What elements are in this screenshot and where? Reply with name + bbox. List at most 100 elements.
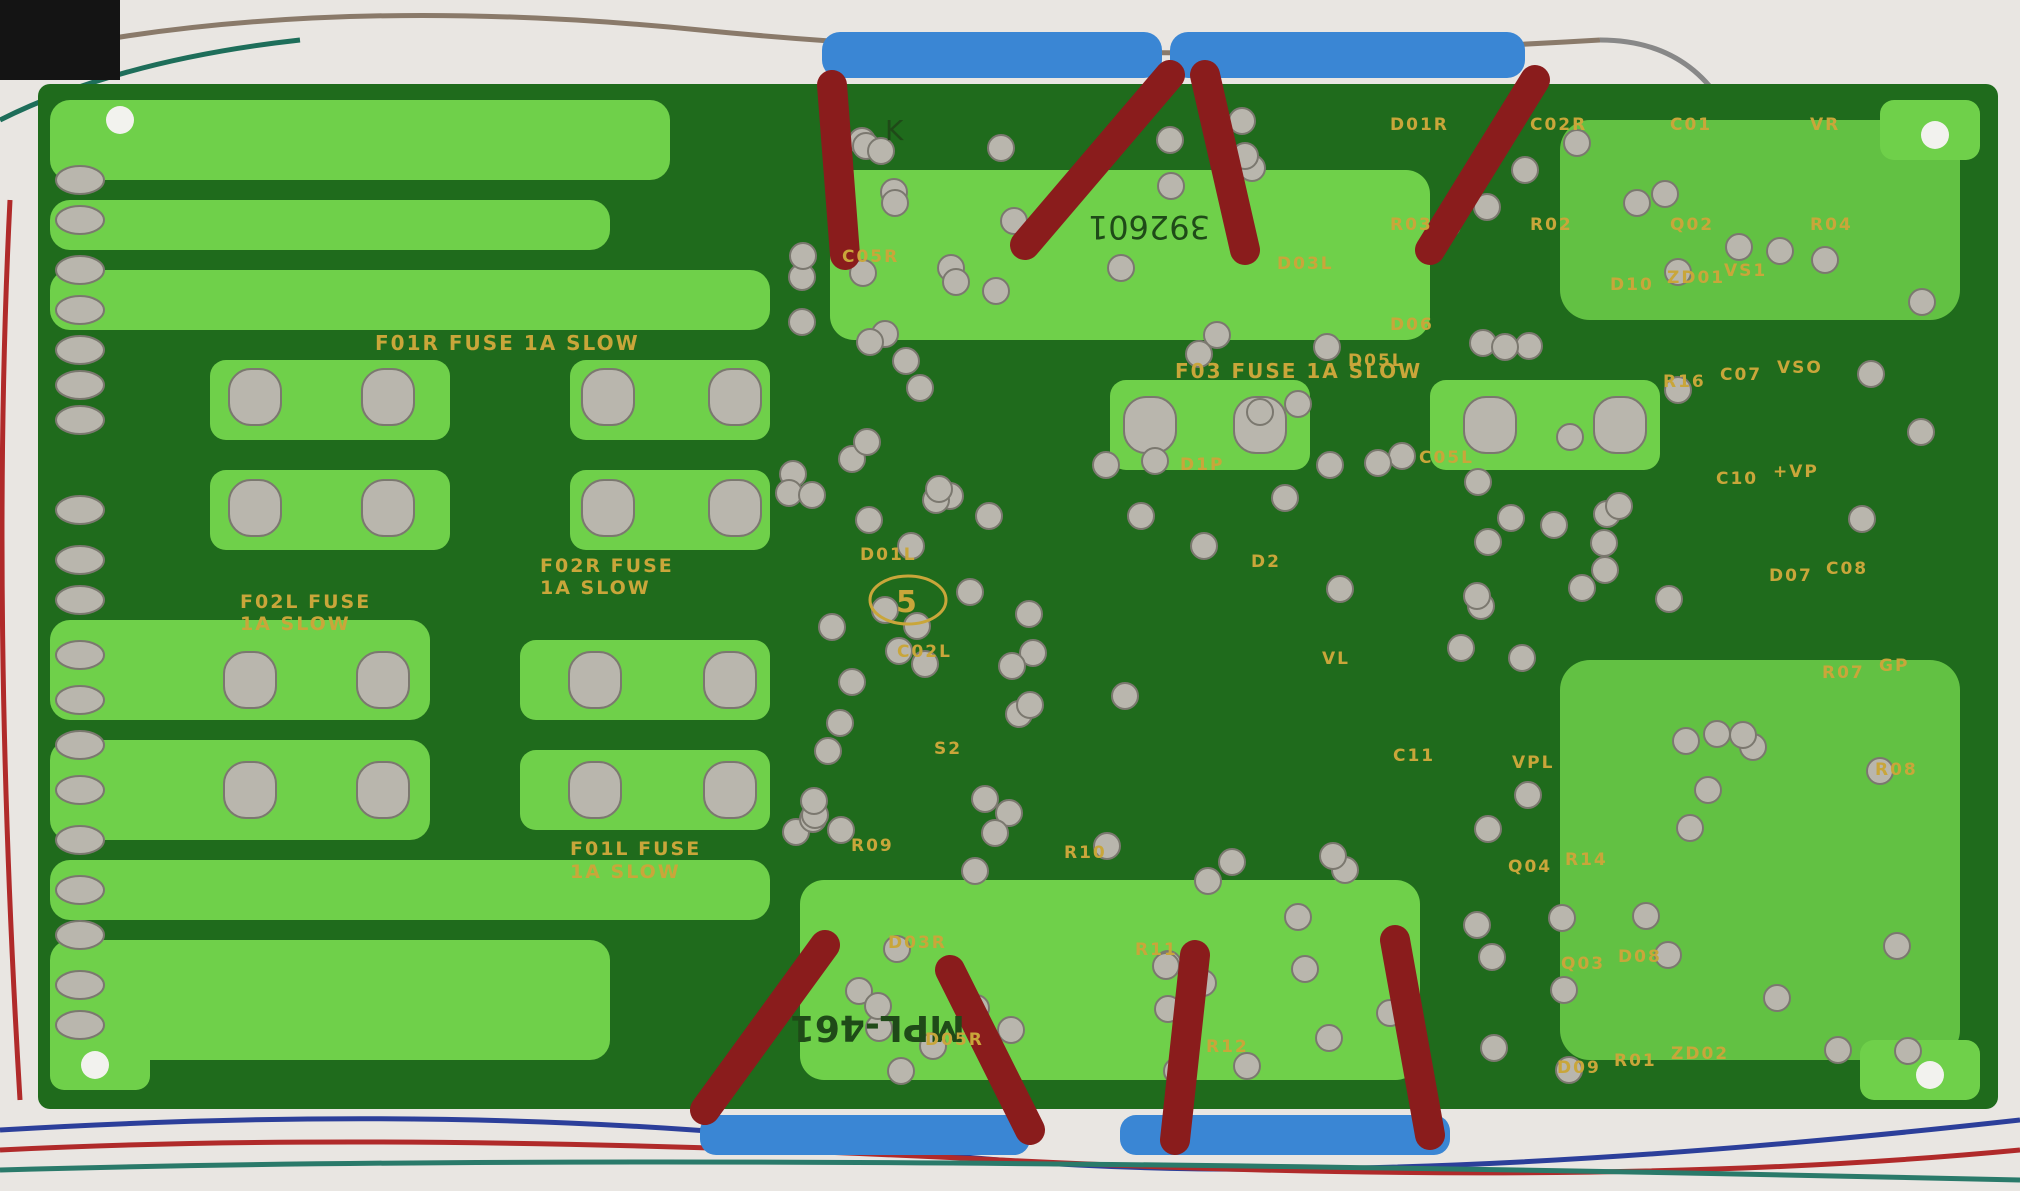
component-pad [1313,333,1341,361]
fuse-pad [708,479,762,537]
component-pad [1246,398,1274,426]
component-pad [1019,639,1047,667]
fuse-pad [581,368,635,426]
component-pad [971,785,999,813]
edge-pad [55,495,105,525]
component-pad [1555,1056,1583,1084]
component-label: D01R [1390,115,1449,135]
component-label: +VP [1773,462,1819,482]
component-pad [892,347,920,375]
component-pad [911,650,939,678]
fuse-pad [703,761,757,819]
component-label: R10 [1064,843,1107,863]
component-pad [1605,492,1633,520]
component-label: S2 [934,739,962,759]
fuse-pad [568,651,622,709]
model-code: MPL-461 [790,1007,965,1048]
fuse-pad [708,368,762,426]
component-pad [1315,1024,1343,1052]
component-pad [885,637,913,665]
label-f02r-rating: 1A SLOW [540,577,651,599]
component-pad [1664,258,1692,286]
solder-pads [55,107,1936,1085]
component-pad [1093,832,1121,860]
component-pad [987,134,1015,162]
component-pad [883,935,911,963]
component-pad [1185,340,1213,368]
component-pad [1497,504,1525,532]
component-pad [961,857,989,885]
component-pad [1568,574,1596,602]
label-f03: F03 FUSE 1A SLOW [1175,359,1422,383]
edge-pad [55,970,105,1000]
edge-pad [55,775,105,805]
component-label: C01 [1670,115,1712,135]
edge-pad [55,685,105,715]
component-pad [1015,600,1043,628]
edge-pad [55,405,105,435]
label-f02l-rating: 1A SLOW [240,613,351,635]
component-label: C02R [1530,115,1587,135]
component-pad [788,308,816,336]
corner-mark: K [885,114,904,147]
component-label: Q03 [1561,954,1605,974]
component-pad [1883,932,1911,960]
component-label: VS1 [1724,261,1767,281]
label-f02r: F02R FUSE [540,555,674,577]
component-pad [1694,776,1722,804]
component-pad [1623,189,1651,217]
fuse-pad [361,368,415,426]
component-label: R03 [1390,215,1433,235]
component-pad [981,819,1009,847]
component-pad [855,506,883,534]
component-pad [975,502,1003,530]
component-label: ZD02 [1671,1044,1729,1064]
edge-pad [55,920,105,950]
component-pad [1672,727,1700,755]
label-f01l-rating: 1A SLOW [570,861,681,883]
component-pad [1291,955,1319,983]
component-pad [1556,423,1584,451]
component-pad [1464,468,1492,496]
fuse-pad [356,761,410,819]
board-code: 392601 [1088,208,1210,246]
section-circle [868,574,948,626]
component-pad [1233,1052,1261,1080]
component-pad [849,259,877,287]
component-label: R08 [1875,760,1918,780]
component-label: C08 [1826,559,1868,579]
component-label: R14 [1565,850,1608,870]
edge-pad [55,640,105,670]
component-label: C05L [1419,448,1474,468]
component-pad [887,1057,915,1085]
component-pad [1491,333,1519,361]
component-pad [845,977,873,1005]
component-pad [1824,1036,1852,1064]
component-label: R02 [1530,215,1573,235]
component-label: VSO [1777,358,1823,378]
component-pad [1763,984,1791,1012]
component-pad [1190,532,1218,560]
component-pad [1655,585,1683,613]
component-pad [1591,556,1619,584]
component-label: D1P [1180,455,1224,475]
component-pad [1111,682,1139,710]
component-label: R16 [1663,372,1706,392]
component-pad [864,992,892,1020]
component-pad [1107,254,1135,282]
component-pad [897,532,925,560]
component-pad [1654,941,1682,969]
fuse-pad [228,368,282,426]
label-f01r: F01R FUSE 1A SLOW [375,331,640,355]
component-pad [1729,721,1757,749]
label-f01l: F01L FUSE [570,838,701,860]
component-label: ZD01 [1667,268,1725,288]
component-pad [1284,390,1312,418]
component-pad [1474,528,1502,556]
component-pad [925,475,953,503]
component-pad [1474,815,1502,843]
fuse-pad [223,651,277,709]
component-pad [1141,447,1169,475]
